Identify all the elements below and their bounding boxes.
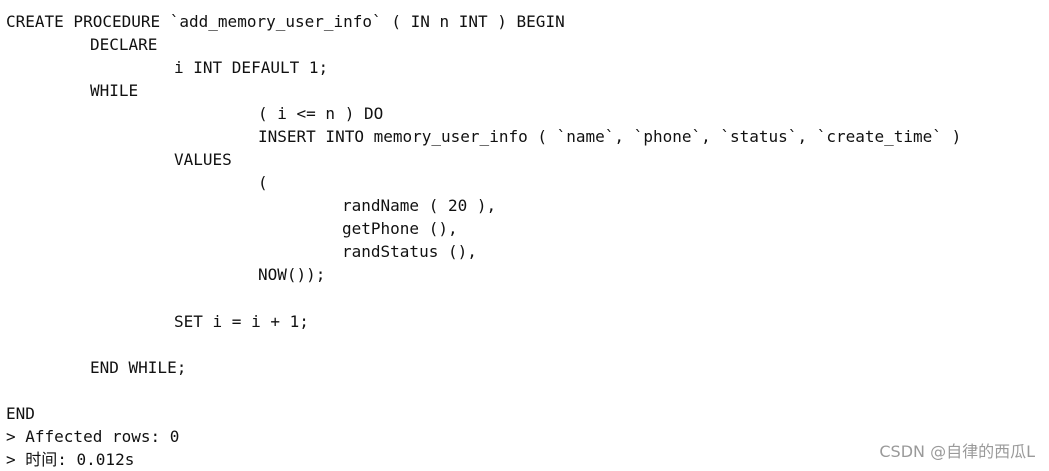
execution-time-result: > 时间: 0.012s — [6, 450, 135, 469]
code-line-default-value: i INT DEFAULT 1; — [174, 58, 329, 77]
code-line-insert-into: INSERT INTO memory_user_info ( `name`, `… — [258, 127, 962, 146]
code-line-now: NOW()); — [258, 265, 326, 284]
code-line-declare: DECLARE — [90, 35, 158, 54]
watermark-text: CSDN @自律的西瓜L — [879, 442, 1035, 461]
code-line-create-procedure: CREATE PROCEDURE `add_memory_user_info` … — [6, 12, 565, 31]
code-line-values: VALUES — [174, 150, 232, 169]
code-line-while-condition: ( i <= n ) DO — [258, 104, 384, 123]
code-line-while: WHILE — [90, 81, 139, 100]
code-line-getphone: getPhone (), — [342, 219, 458, 238]
code-line-end: END — [6, 404, 35, 423]
code-line-end-while: END WHILE; — [90, 358, 187, 377]
code-line-randstatus: randStatus (), — [342, 242, 477, 261]
code-line-randname: randName ( 20 ), — [342, 196, 497, 215]
code-line-open-paren: ( — [258, 173, 268, 192]
affected-rows-result: > Affected rows: 0 — [6, 427, 180, 446]
code-line-set-counter: SET i = i + 1; — [174, 312, 309, 331]
